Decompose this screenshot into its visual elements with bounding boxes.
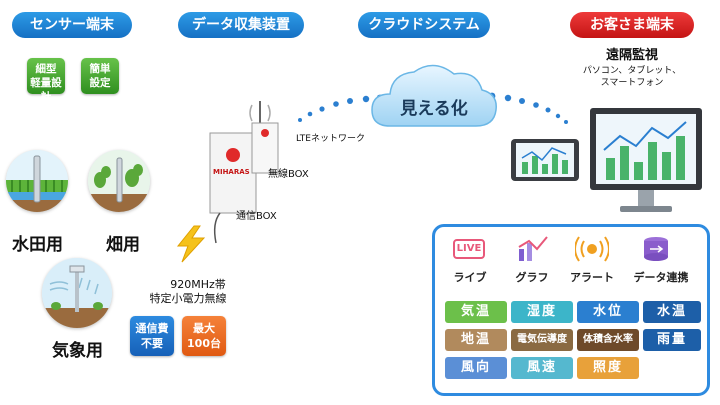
radio-band-label: 920MHz帯 [170,278,226,291]
weather-station-illustration [42,258,112,328]
tile-wind-direction: 風向 [445,357,507,379]
remote-monitoring-title: 遠隔監視 [605,48,658,63]
live-icon: LIVE [453,239,485,259]
graph-icon [518,236,548,261]
badge-no-fee: 通信費 不要 [130,316,174,356]
feature-alert: アラート [570,271,614,284]
header-cloud: クラウドシステム [358,12,490,38]
monitor-icon [590,108,702,212]
feature-badge-easy: 簡単 設定 [81,58,119,94]
data-link-icon [644,237,668,261]
tile-water-level: 水位 [577,301,639,323]
feature-badge-easy-line2: 設定 [89,77,111,89]
tile-conductivity: 電気伝導度 [511,329,573,351]
alert-icon [575,236,609,262]
remote-devices-line2: スマートフォン [600,78,664,88]
feature-graph: グラフ [515,271,549,284]
tile-wind-speed: 風速 [511,357,573,379]
device-brand: MIHARAS [213,168,250,176]
feature-badge-slim-line2: 軽量設計 [30,77,62,103]
device-illustration [209,101,279,244]
feature-badge-slim: 細型 軽量設計 [27,58,65,103]
header-data-device: データ収集装置 [178,12,304,38]
badge-no-fee-line2: 不要 [141,337,163,350]
lte-network-label: LTEネットワーク [296,134,365,144]
cloud-icon [371,64,497,127]
cloud-label: 見える化 [400,99,468,119]
tablet-icon [511,139,579,181]
badge-no-fee-line1: 通信費 [135,322,169,335]
wireless-box-label: 無線BOX [268,169,309,180]
tile-rainfall: 雨量 [643,329,701,351]
upland-field-illustration [88,150,150,212]
sensor-type-weather: 気象用 [52,341,103,361]
remote-devices-line1: パソコン、タブレット、 [582,66,682,76]
sensor-type-field: 畑用 [106,235,140,255]
tile-illuminance: 照度 [577,357,639,379]
tile-water-temp: 水温 [643,301,701,323]
feature-panel: LIVE ライブ グラフ アラート データ連携 気温 湿度 水位 水温 地温 電… [432,224,710,396]
badge-max-units-line2: 100台 [187,337,221,350]
tile-air-temp: 気温 [445,301,507,323]
radio-type-label: 特定小電力無線 [149,292,227,305]
feature-badge-easy-line1: 簡単 [89,63,111,75]
paddy-field-illustration [6,150,68,212]
feature-badge-slim-line1: 細型 [35,63,57,75]
badge-max-units: 最大 100台 [182,316,226,356]
feature-data-link: データ連携 [633,271,689,284]
tile-humidity: 湿度 [511,301,573,323]
tile-water-content: 体積含水率 [577,329,639,351]
header-sensor: センサー端末 [12,12,132,38]
badge-max-units-line1: 最大 [193,322,215,335]
comm-box-label: 通信BOX [236,211,277,222]
tile-soil-temp: 地温 [445,329,507,351]
feature-live: ライブ [453,271,487,284]
sensor-type-paddy: 水田用 [12,235,63,255]
radio-signal-icon [176,225,206,263]
header-client: お客さま端末 [570,12,694,38]
